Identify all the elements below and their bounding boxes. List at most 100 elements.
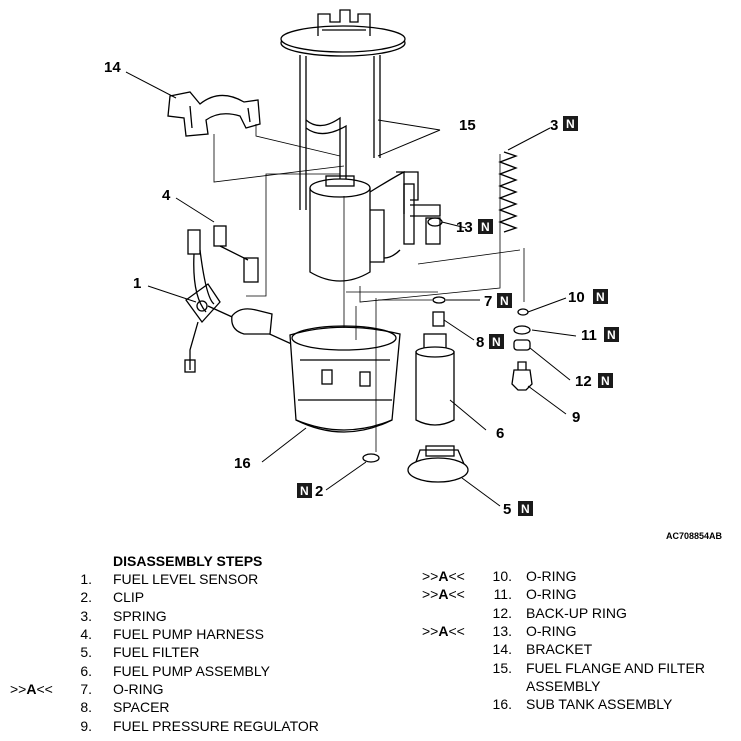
spacer-part <box>432 311 445 327</box>
step-name: BACK-UP RING <box>526 605 627 621</box>
step-name: O-RING <box>113 681 164 697</box>
callout-12: 12 <box>575 373 592 390</box>
step-name: CLIP <box>113 589 145 605</box>
step-item: >>A<< 10. O-RING <box>0 567 741 585</box>
n-badge-8: N <box>489 334 504 349</box>
o-ring-7-part <box>432 296 446 304</box>
figure-code: AC708854AB <box>666 531 723 541</box>
n-badge-7: N <box>497 293 512 308</box>
callout-4: 4 <box>162 187 171 204</box>
fuel-flange-part <box>280 9 406 210</box>
step-item: 9. FUEL PRESSURE REGULATOR <box>0 717 370 735</box>
step-item: >>A<< 13. O-RING <box>0 622 741 640</box>
step-name: FUEL LEVEL SENSOR <box>113 571 259 587</box>
svg-text:N: N <box>596 290 605 304</box>
n-badge-11: N <box>604 327 619 342</box>
svg-text:N: N <box>607 328 616 342</box>
callout-16: 16 <box>234 455 251 472</box>
step-number: 2. <box>80 589 92 605</box>
step-name: FUEL FILTER <box>113 644 200 660</box>
step-number: 13. <box>492 623 512 639</box>
callout-15: 15 <box>459 117 476 134</box>
spring-part <box>498 151 518 233</box>
step-name-continued: ASSEMBLY <box>526 678 601 694</box>
step-name: BRACKET <box>526 641 593 657</box>
step-item: 6. FUEL PUMP ASSEMBLY <box>0 662 370 680</box>
step-item: 8. SPACER <box>0 698 370 716</box>
step-name: FUEL PUMP HARNESS <box>113 626 264 642</box>
step-number: 12. <box>492 605 512 621</box>
fuel-pump-harness-part <box>187 225 259 313</box>
fuel-pump-assembly-part <box>415 333 455 426</box>
step-number: 8. <box>80 699 92 715</box>
callout-7: 7 <box>484 293 492 310</box>
step-name: SUB TANK ASSEMBLY <box>526 696 673 712</box>
svg-text:N: N <box>481 220 490 234</box>
callout-9: 9 <box>572 409 580 426</box>
step-name: O-RING <box>526 586 577 602</box>
n-badge-2: N <box>297 483 312 498</box>
step-mark: >>A<< <box>422 568 465 584</box>
step-name: FUEL PRESSURE REGULATOR <box>113 718 319 734</box>
sub-tank-part <box>289 325 401 433</box>
step-number: 14. <box>492 641 512 657</box>
step-number: 4. <box>80 626 92 642</box>
callout-6: 6 <box>496 425 504 442</box>
step-name: SPRING <box>113 608 167 624</box>
step-name: FUEL FLANGE AND FILTER <box>526 660 705 676</box>
step-mark: >>A<< <box>422 586 465 602</box>
step-item: 1. FUEL LEVEL SENSOR <box>0 570 370 588</box>
callout-5: 5 <box>503 501 511 518</box>
callout-8: 8 <box>476 334 484 351</box>
bracket-part <box>167 91 261 137</box>
o-ring-11-part <box>513 325 531 335</box>
n-badge-5: N <box>518 501 533 516</box>
step-item: >>A<< 11. O-RING <box>0 585 741 603</box>
callout-2: 2 <box>315 483 323 500</box>
fuel-filter-part <box>407 445 469 483</box>
callout-14: 14 <box>104 59 121 76</box>
callout-11: 11 <box>581 327 597 344</box>
step-mark: >>A<< <box>422 623 465 639</box>
step-name: O-RING <box>526 623 577 639</box>
step-name: FUEL PUMP ASSEMBLY <box>113 663 270 679</box>
step-number: 6. <box>80 663 92 679</box>
svg-text:N: N <box>492 335 501 349</box>
step-number: 11. <box>493 586 512 602</box>
svg-text:N: N <box>566 117 575 131</box>
step-item: 15. FUEL FLANGE AND FILTER ASSEMBLY <box>0 659 741 695</box>
step-item: 14. BRACKET <box>0 640 741 658</box>
exploded-fuel-pump-diagram: 14 4 1 15 3 13 7 8 10 11 12 9 6 16 2 5 N… <box>104 9 619 518</box>
step-item: 12. BACK-UP RING <box>0 604 741 622</box>
step-item: 5. FUEL FILTER <box>0 643 370 661</box>
clip-part <box>362 453 380 463</box>
step-number: 5. <box>80 644 92 660</box>
callout-10: 10 <box>568 289 585 306</box>
step-item: 16. SUB TANK ASSEMBLY <box>0 695 741 713</box>
step-number: 15. <box>492 660 512 676</box>
fuel-pressure-regulator-part <box>511 361 533 391</box>
svg-text:N: N <box>601 374 610 388</box>
callout-1: 1 <box>133 275 141 292</box>
o-ring-10-part <box>517 308 529 316</box>
n-badge-13: N <box>478 219 493 234</box>
n-badge-3: N <box>563 116 578 131</box>
step-name: O-RING <box>526 568 577 584</box>
steps-title: DISASSEMBLY STEPS <box>113 553 263 569</box>
callout-13: 13 <box>456 219 473 236</box>
svg-text:N: N <box>521 502 530 516</box>
step-item: >>A<< 7. O-RING <box>0 680 370 698</box>
step-number: 1. <box>80 571 92 587</box>
step-number: 10. <box>492 568 512 584</box>
step-item: 4. FUEL PUMP HARNESS <box>0 625 370 643</box>
callout-3: 3 <box>550 117 558 134</box>
step-number: 7. <box>80 681 92 697</box>
n-badge-10: N <box>593 289 608 304</box>
svg-text:N: N <box>300 484 309 498</box>
n-badge-12: N <box>598 373 613 388</box>
step-number: 3. <box>80 608 92 624</box>
step-item: 3. SPRING <box>0 607 370 625</box>
step-number: 16. <box>492 696 512 712</box>
step-number: 9. <box>80 718 92 734</box>
step-mark: >>A<< <box>10 681 53 697</box>
